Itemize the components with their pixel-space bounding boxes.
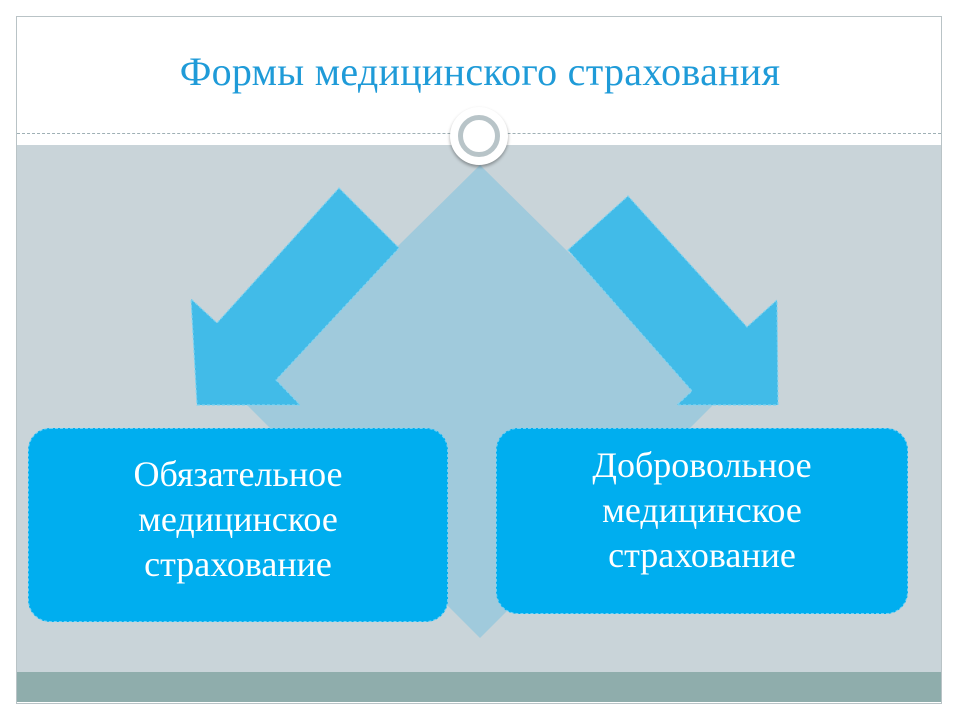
circle-ring-icon	[450, 107, 508, 165]
slide-frame	[16, 16, 942, 704]
left-arrow-icon	[190, 187, 400, 406]
footer-band	[17, 672, 941, 702]
ring-inner	[458, 115, 500, 157]
mandatory-insurance-box: Обязательное медицинское страхование	[28, 428, 448, 622]
voluntary-insurance-label: Добровольное медицинское страхование	[592, 444, 812, 575]
mandatory-insurance-label: Обязательное медицинское страхование	[133, 453, 343, 584]
slide-title: Формы медицинского страхования	[179, 49, 781, 94]
right-arrow-icon	[567, 195, 779, 406]
voluntary-insurance-box: Добровольное медицинское страхование	[496, 428, 908, 614]
